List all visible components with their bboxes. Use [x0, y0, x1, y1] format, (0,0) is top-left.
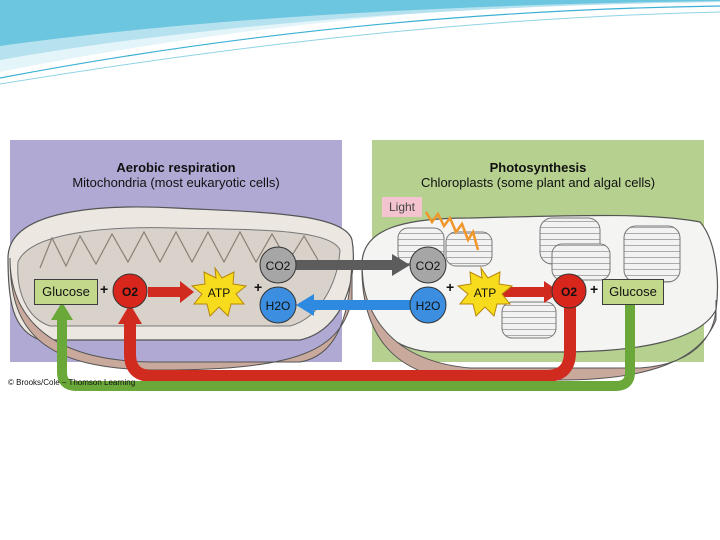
- co2-circle-left: [259, 246, 297, 284]
- h2o-label-right: H2O: [416, 299, 441, 313]
- photosynthesis-title: Photosynthesis: [489, 160, 587, 175]
- atp-burst-left: [190, 266, 248, 317]
- atp-label-right: ATP: [474, 286, 496, 300]
- glucose-box-right: Glucose: [602, 279, 664, 305]
- h2o-arrow: [296, 294, 410, 316]
- plus-sign-2: +: [254, 279, 263, 295]
- o2-circle-left: [112, 273, 148, 309]
- respiration-title: Aerobic respiration: [116, 160, 236, 175]
- red-arrow-o2-to-atp: [148, 281, 194, 303]
- h2o-circle-left: [259, 286, 297, 324]
- photosynthesis-subtitle: Chloroplasts (some plant and algal cells…: [420, 175, 656, 190]
- respiration-heading: Aerobic respiration Mitochondria (most e…: [10, 160, 342, 190]
- plus-sign-1: +: [100, 281, 109, 297]
- light-label: Light: [382, 197, 422, 217]
- o2-circle-right: [551, 273, 587, 309]
- photosynthesis-heading: Photosynthesis Chloroplasts (some plant …: [372, 160, 704, 190]
- co2-circle-right: [409, 246, 447, 284]
- plus-sign-4: +: [590, 281, 599, 297]
- light-wave: [424, 211, 480, 251]
- mitochondrion-illustration: [7, 206, 354, 371]
- atp-burst-right: [456, 266, 514, 317]
- glucose-box-left: Glucose: [34, 279, 98, 305]
- o2-label-left: O2: [122, 285, 138, 299]
- credit-text: © Brooks/Cole – Thomson Learning: [8, 378, 136, 387]
- oxygen-loop-arrow: [118, 300, 576, 382]
- h2o-circle-right: [409, 286, 447, 324]
- glucose-loop-arrow: [51, 302, 635, 391]
- co2-label-left: CO2: [266, 259, 291, 273]
- plus-sign-3: +: [446, 279, 455, 295]
- o2-label-right: O2: [561, 285, 577, 299]
- co2-label-right: CO2: [416, 259, 441, 273]
- header-swoosh: [0, 0, 720, 85]
- co2-arrow: [296, 254, 410, 276]
- respiration-subtitle: Mitochondria (most eukaryotic cells): [72, 175, 280, 190]
- atp-label-left: ATP: [208, 286, 230, 300]
- h2o-label-left: H2O: [266, 299, 291, 313]
